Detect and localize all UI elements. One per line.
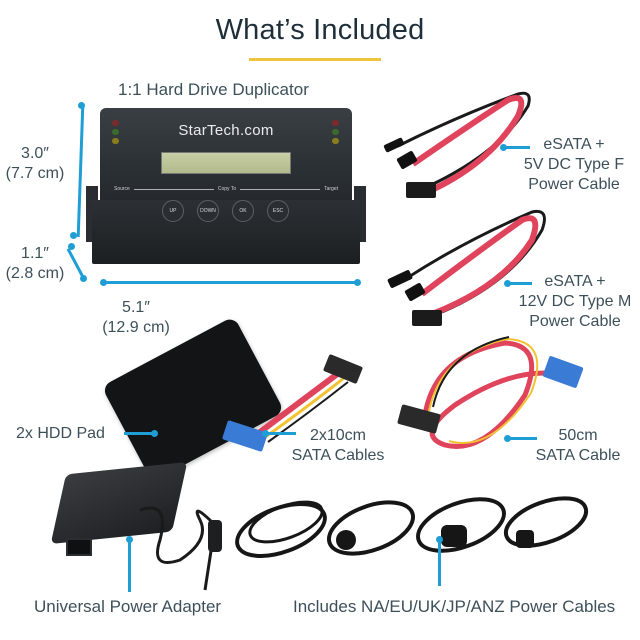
target-status-leds [332,120,340,147]
callout-dot [262,430,269,437]
power-cables-label: Includes NA/EU/UK/JP/ANZ Power Cables [293,597,616,616]
adapter-cord [139,506,222,591]
down-button[interactable]: DOWN [197,200,219,222]
duplicator-top-panel: StarTech.com Source Copy To Target [100,108,352,208]
esata-12v-label: eSATA + 12V DC Type M Power Cable [518,273,632,330]
dimension-depth-in: 1.1″ [21,245,49,262]
callout-dot [500,144,507,151]
callout-line [508,282,532,285]
callout-line [504,146,530,149]
callout-dot [504,435,511,442]
dimension-width-line [103,281,358,284]
dimension-height-in: 3.0″ [21,145,49,162]
callout-dot [126,536,133,543]
callout-line [124,432,154,435]
power-cables-image [235,496,589,558]
dimension-height-cm: (7.7 cm) [5,165,65,182]
esc-button[interactable]: ESC [267,200,289,222]
callout-dot [436,536,443,543]
duplicator-label: 1:1 Hard Drive Duplicator [118,80,309,99]
callout-line [128,540,131,592]
dimension-height: 3.0″ (7.7 cm) [0,144,70,184]
lcd-display [161,152,291,174]
dimension-width: 5.1″ (12.9 cm) [86,298,186,338]
sata-short-label: 2x10cm SATA Cables [291,427,385,464]
dimension-depth-cm: (2.8 cm) [5,265,65,282]
sata-long-cable-image [397,336,584,449]
dimension-height-line [76,104,85,238]
source-status-leds [112,120,120,147]
up-button[interactable]: UP [162,200,184,222]
esata-12v-cable-image [387,209,546,326]
esata-5v-label: eSATA + 5V DC Type F Power Cable [523,136,625,193]
callout-line [438,540,441,586]
power-adapter-label: Universal Power Adapter [34,597,222,616]
copy-flow-indicator: Source Copy To Target [114,186,338,192]
hard-drive-duplicator: StarTech.com Source Copy To Target UP DO… [86,108,366,268]
sata-short-cable-image [222,354,363,452]
flow-target-label: Target [324,186,339,192]
dimension-dot [68,243,75,250]
dimension-dot [80,275,87,282]
dimension-dot [354,279,361,286]
flow-copy-to-label: Copy To [217,186,237,192]
dimension-dot [78,102,85,109]
esata-5v-cable-image [383,91,531,198]
flow-source-label: Source [114,186,130,192]
sata-long-label: 50cm SATA Cable [535,427,621,464]
callout-dot [151,430,158,437]
duplicator-front [92,200,360,264]
ok-button[interactable]: OK [232,200,254,222]
control-buttons: UP DOWN OK ESC [162,200,289,222]
title-underline [249,58,381,61]
hdd-pad-label: 2x HDD Pad [16,425,105,442]
callout-dot [504,280,511,287]
dimension-width-in: 5.1″ [122,299,150,316]
dimension-dot [70,232,77,239]
ac-inlet [66,538,92,556]
callout-line [266,432,296,435]
dimension-width-cm: (12.9 cm) [102,319,170,336]
dimension-depth: 1.1″ (2.8 cm) [0,244,70,284]
page-title: What’s Included [215,14,425,46]
brand-logo: StarTech.com [178,122,274,139]
callout-line [507,437,537,440]
dimension-dot [100,279,107,286]
